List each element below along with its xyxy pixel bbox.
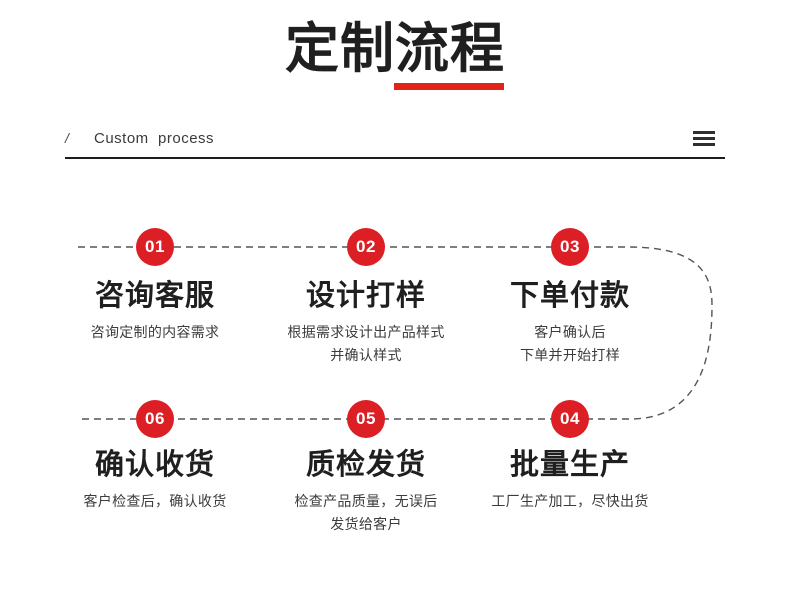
step-badge-02[interactable]: 02 — [347, 228, 385, 266]
step-desc-05: 检查产品质量，无误后 发货给客户 — [251, 490, 481, 536]
step-desc-line: 发货给客户 — [330, 516, 402, 532]
step-desc-line: 咨询定制的内容需求 — [90, 324, 220, 340]
step-badge-06[interactable]: 06 — [136, 400, 174, 438]
step-item-05: 质检发货 检查产品质量，无误后 发货给客户 — [251, 446, 481, 536]
step-title-01: 咨询客服 — [94, 280, 215, 312]
step-item-03: 下单付款 客户确认后 下单并开始打样 — [455, 277, 685, 367]
step-item-06: 确认收货 客户检查后，确认收货 — [40, 446, 270, 513]
subtitle-bar: / Custom process — [65, 126, 725, 160]
hamburger-bar-1 — [693, 131, 715, 134]
step-desc-line: 检查产品质量，无误后 — [294, 493, 438, 509]
hamburger-menu-icon[interactable] — [693, 131, 715, 147]
step-desc-line: 客户确认后 — [534, 324, 606, 340]
step-desc-line: 并确认样式 — [330, 347, 402, 363]
header-divider — [65, 157, 725, 159]
step-desc-01: 咨询定制的内容需求 — [40, 321, 270, 344]
step-desc-04: 工厂生产加工，尽快出货 — [455, 490, 685, 513]
subtitle-text: Custom process — [94, 130, 215, 147]
page-title: 定制流程 — [0, 16, 790, 82]
hamburger-bar-2 — [693, 137, 715, 140]
step-title-05: 质检发货 — [305, 449, 426, 481]
slash-separator: / — [65, 130, 69, 146]
title-red-underline — [394, 83, 504, 90]
step-desc-line: 下单并开始打样 — [519, 347, 621, 363]
step-desc-06: 客户检查后，确认收货 — [40, 490, 270, 513]
step-title-06: 确认收货 — [94, 449, 215, 481]
step-badge-01[interactable]: 01 — [136, 228, 174, 266]
step-title-02: 设计打样 — [305, 280, 426, 312]
step-desc-02: 根据需求设计出产品样式 并确认样式 — [251, 321, 481, 367]
step-badge-03[interactable]: 03 — [551, 228, 589, 266]
step-title-04: 批量生产 — [509, 449, 630, 481]
hamburger-bar-3 — [693, 143, 715, 146]
step-desc-line: 工厂生产加工，尽快出货 — [491, 493, 649, 509]
step-item-04: 批量生产 工厂生产加工，尽快出货 — [455, 446, 685, 513]
step-desc-line: 根据需求设计出产品样式 — [287, 324, 445, 340]
step-title-03: 下单付款 — [509, 280, 630, 312]
page-title-plain: 定制 — [285, 19, 395, 79]
step-badge-05[interactable]: 05 — [347, 400, 385, 438]
step-item-02: 设计打样 根据需求设计出产品样式 并确认样式 — [251, 277, 481, 367]
page-title-highlight: 流程 — [395, 16, 505, 82]
step-desc-line: 客户检查后，确认收货 — [83, 493, 227, 509]
step-item-01: 咨询客服 咨询定制的内容需求 — [40, 277, 270, 344]
step-desc-03: 客户确认后 下单并开始打样 — [455, 321, 685, 367]
step-badge-04[interactable]: 04 — [551, 400, 589, 438]
